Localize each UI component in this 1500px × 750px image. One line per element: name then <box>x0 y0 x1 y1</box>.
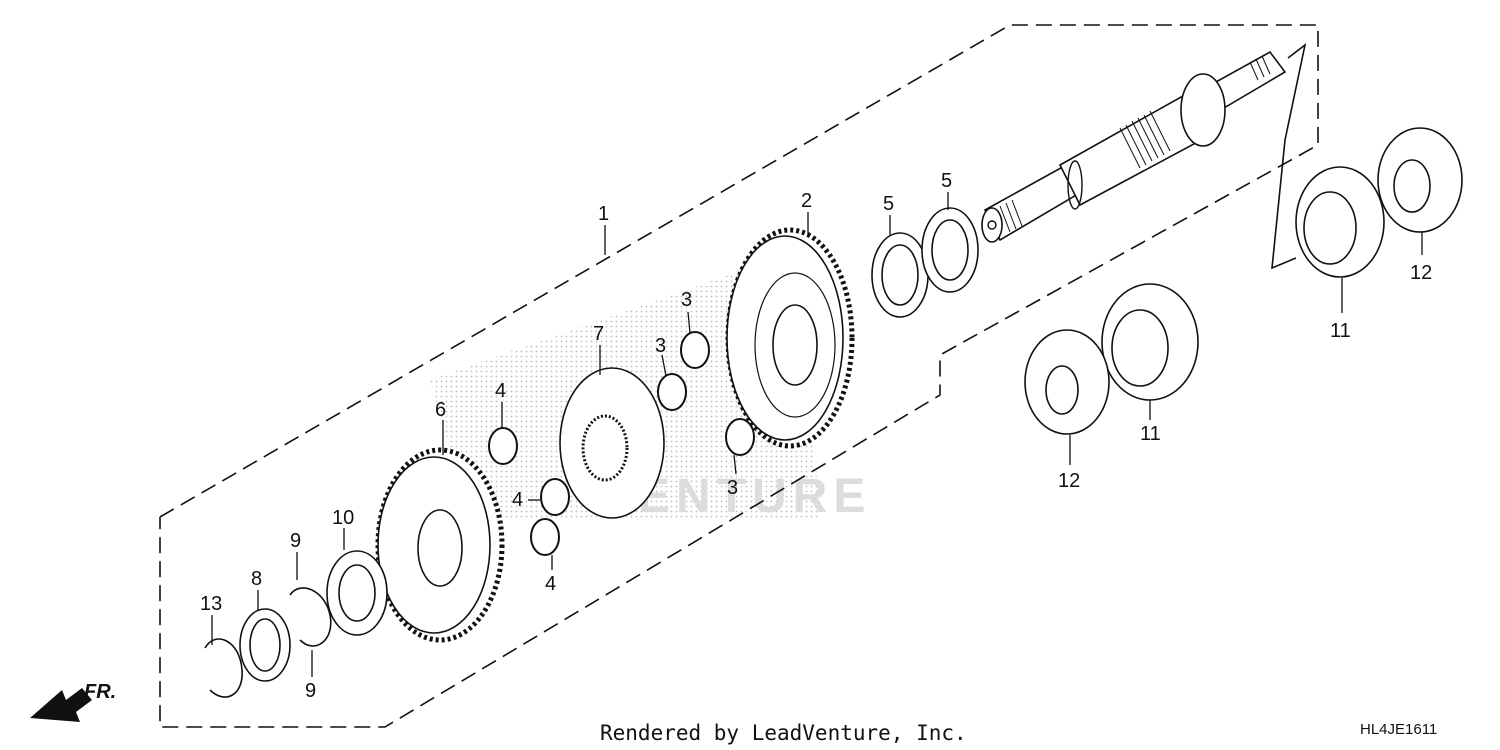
rendered-by-credit: Rendered by LeadVenture, Inc. <box>600 721 967 745</box>
callout-4: 4 <box>545 573 556 595</box>
spring <box>488 331 755 556</box>
callout-2: 2 <box>801 190 812 212</box>
callout-8: 8 <box>251 568 262 590</box>
callout-4: 4 <box>512 489 523 511</box>
callout-3: 3 <box>655 335 666 357</box>
callout-9: 9 <box>305 680 316 702</box>
callout-3: 3 <box>681 289 692 311</box>
ring <box>204 550 388 698</box>
bearing <box>1024 127 1463 435</box>
diagram-code: HL4JE1611 <box>1360 721 1437 738</box>
callout-13: 13 <box>200 593 222 615</box>
callout-7: 7 <box>593 323 604 345</box>
callout-11: 11 <box>1140 423 1161 445</box>
callout-1: 1 <box>598 203 609 225</box>
washer <box>871 207 979 318</box>
callout-9: 9 <box>290 530 301 552</box>
main-shaft <box>981 50 1287 243</box>
front-arrow-icon <box>30 688 92 722</box>
hub-plate <box>559 367 665 519</box>
callout-12: 12 <box>1410 262 1432 284</box>
callout-3: 3 <box>727 477 738 499</box>
callout-4: 4 <box>495 380 506 402</box>
callout-6: 6 <box>435 399 446 421</box>
shaft-bracket <box>1271 43 1307 270</box>
gear-small <box>375 447 505 643</box>
callout-5: 5 <box>941 170 952 192</box>
front-indicator: FR. <box>84 681 116 703</box>
leader-lines <box>211 192 1423 677</box>
assembly-outline <box>159 24 1319 728</box>
callout-11: 11 <box>1330 320 1351 342</box>
callout-10: 10 <box>332 507 354 529</box>
gear-large <box>725 227 855 449</box>
callout-12: 12 <box>1058 470 1080 492</box>
callout-5: 5 <box>883 193 894 215</box>
